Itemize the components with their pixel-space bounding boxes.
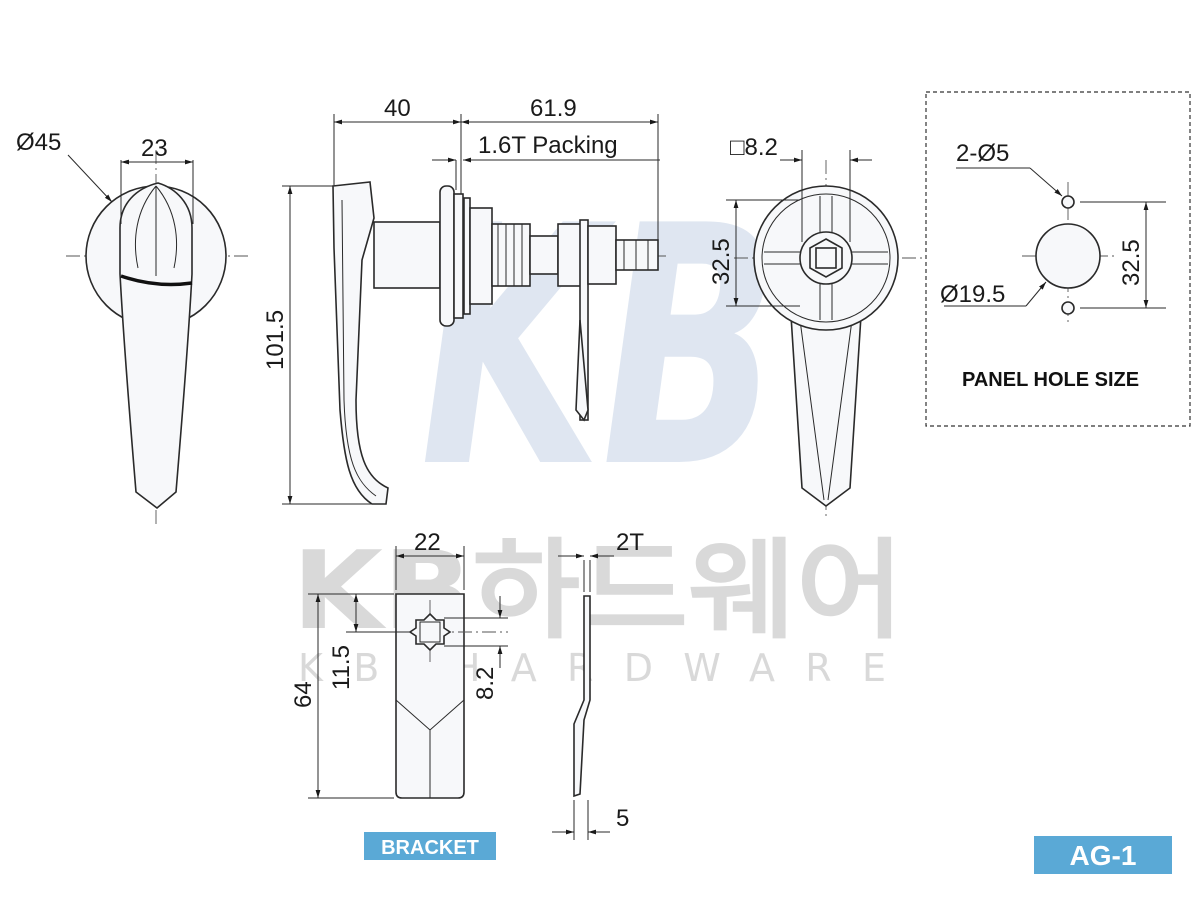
bracket-views: 22 64 11.5 8.2 2T 5 xyxy=(290,529,644,840)
rear-square-shaft xyxy=(815,247,837,269)
front-handle xyxy=(119,182,193,510)
bracket-plate xyxy=(395,593,465,799)
dim-rear-square: □8.2 xyxy=(730,134,778,161)
panel-hole-box: 32.5 2-Ø5 Ø19.5 PANEL HOLE SIZE xyxy=(925,91,1191,427)
front-view: 23 Ø45 xyxy=(16,129,252,528)
dim-packing-note: 1.6T Packing xyxy=(478,132,618,159)
front-indicator-line xyxy=(120,274,193,287)
bracket-profile xyxy=(573,595,591,798)
side-body xyxy=(469,207,493,305)
side-lever xyxy=(332,181,389,505)
bracket-tag-label: BRACKET xyxy=(381,837,479,859)
dim-bracket-height: 64 xyxy=(290,681,317,708)
rear-view: □8.2 32.5 xyxy=(708,134,924,520)
panel-hole-title: PANEL HOLE SIZE xyxy=(962,369,1139,391)
side-nut-1 xyxy=(557,223,583,287)
side-view: 101.5 40 61.9 1.6T Packing xyxy=(262,95,668,505)
side-nut-2 xyxy=(587,225,617,285)
panel-hole-top xyxy=(1061,195,1075,209)
watermark-brand-korean: KB하드웨어 xyxy=(292,529,904,654)
side-panel-plate xyxy=(463,197,471,315)
bracket-tag: BRACKET xyxy=(364,832,496,860)
side-square-end xyxy=(615,239,659,271)
side-flange xyxy=(439,185,455,327)
model-tag-label: AG-1 xyxy=(1070,840,1137,871)
dim-bracket-tip: 5 xyxy=(616,805,629,832)
panel-center-diameter: Ø19.5 xyxy=(940,281,1005,308)
dim-rear-height: 32.5 xyxy=(708,238,735,285)
dim-front-width: 23 xyxy=(141,135,168,162)
panel-hole-bottom xyxy=(1061,301,1075,315)
rear-handle xyxy=(789,299,863,507)
dim-front-diameter: Ø45 xyxy=(16,129,61,156)
bracket-star-hole xyxy=(408,612,452,652)
panel-holes-label: 2-Ø5 xyxy=(956,140,1009,167)
panel-hole-center xyxy=(1035,223,1101,289)
dim-bracket-hole-size: 8.2 xyxy=(472,667,499,700)
panel-hole-frame xyxy=(925,91,1191,427)
dim-side-length-40: 40 xyxy=(384,95,411,122)
dim-side-length-619: 61.9 xyxy=(530,95,577,122)
dim-bracket-width: 22 xyxy=(414,529,441,556)
dim-side-height: 101.5 xyxy=(262,310,289,370)
model-tag: AG-1 xyxy=(1034,836,1172,874)
watermark: KB KB하드웨어 KB HARDWARE xyxy=(292,156,904,690)
side-neck xyxy=(373,221,441,289)
dim-panel-spacing: 32.5 xyxy=(1118,239,1145,286)
side-packing xyxy=(453,193,464,319)
dim-bracket-thickness: 2T xyxy=(616,529,644,556)
side-shaft xyxy=(529,235,559,275)
dim-bracket-hole-offset: 11.5 xyxy=(328,645,355,690)
